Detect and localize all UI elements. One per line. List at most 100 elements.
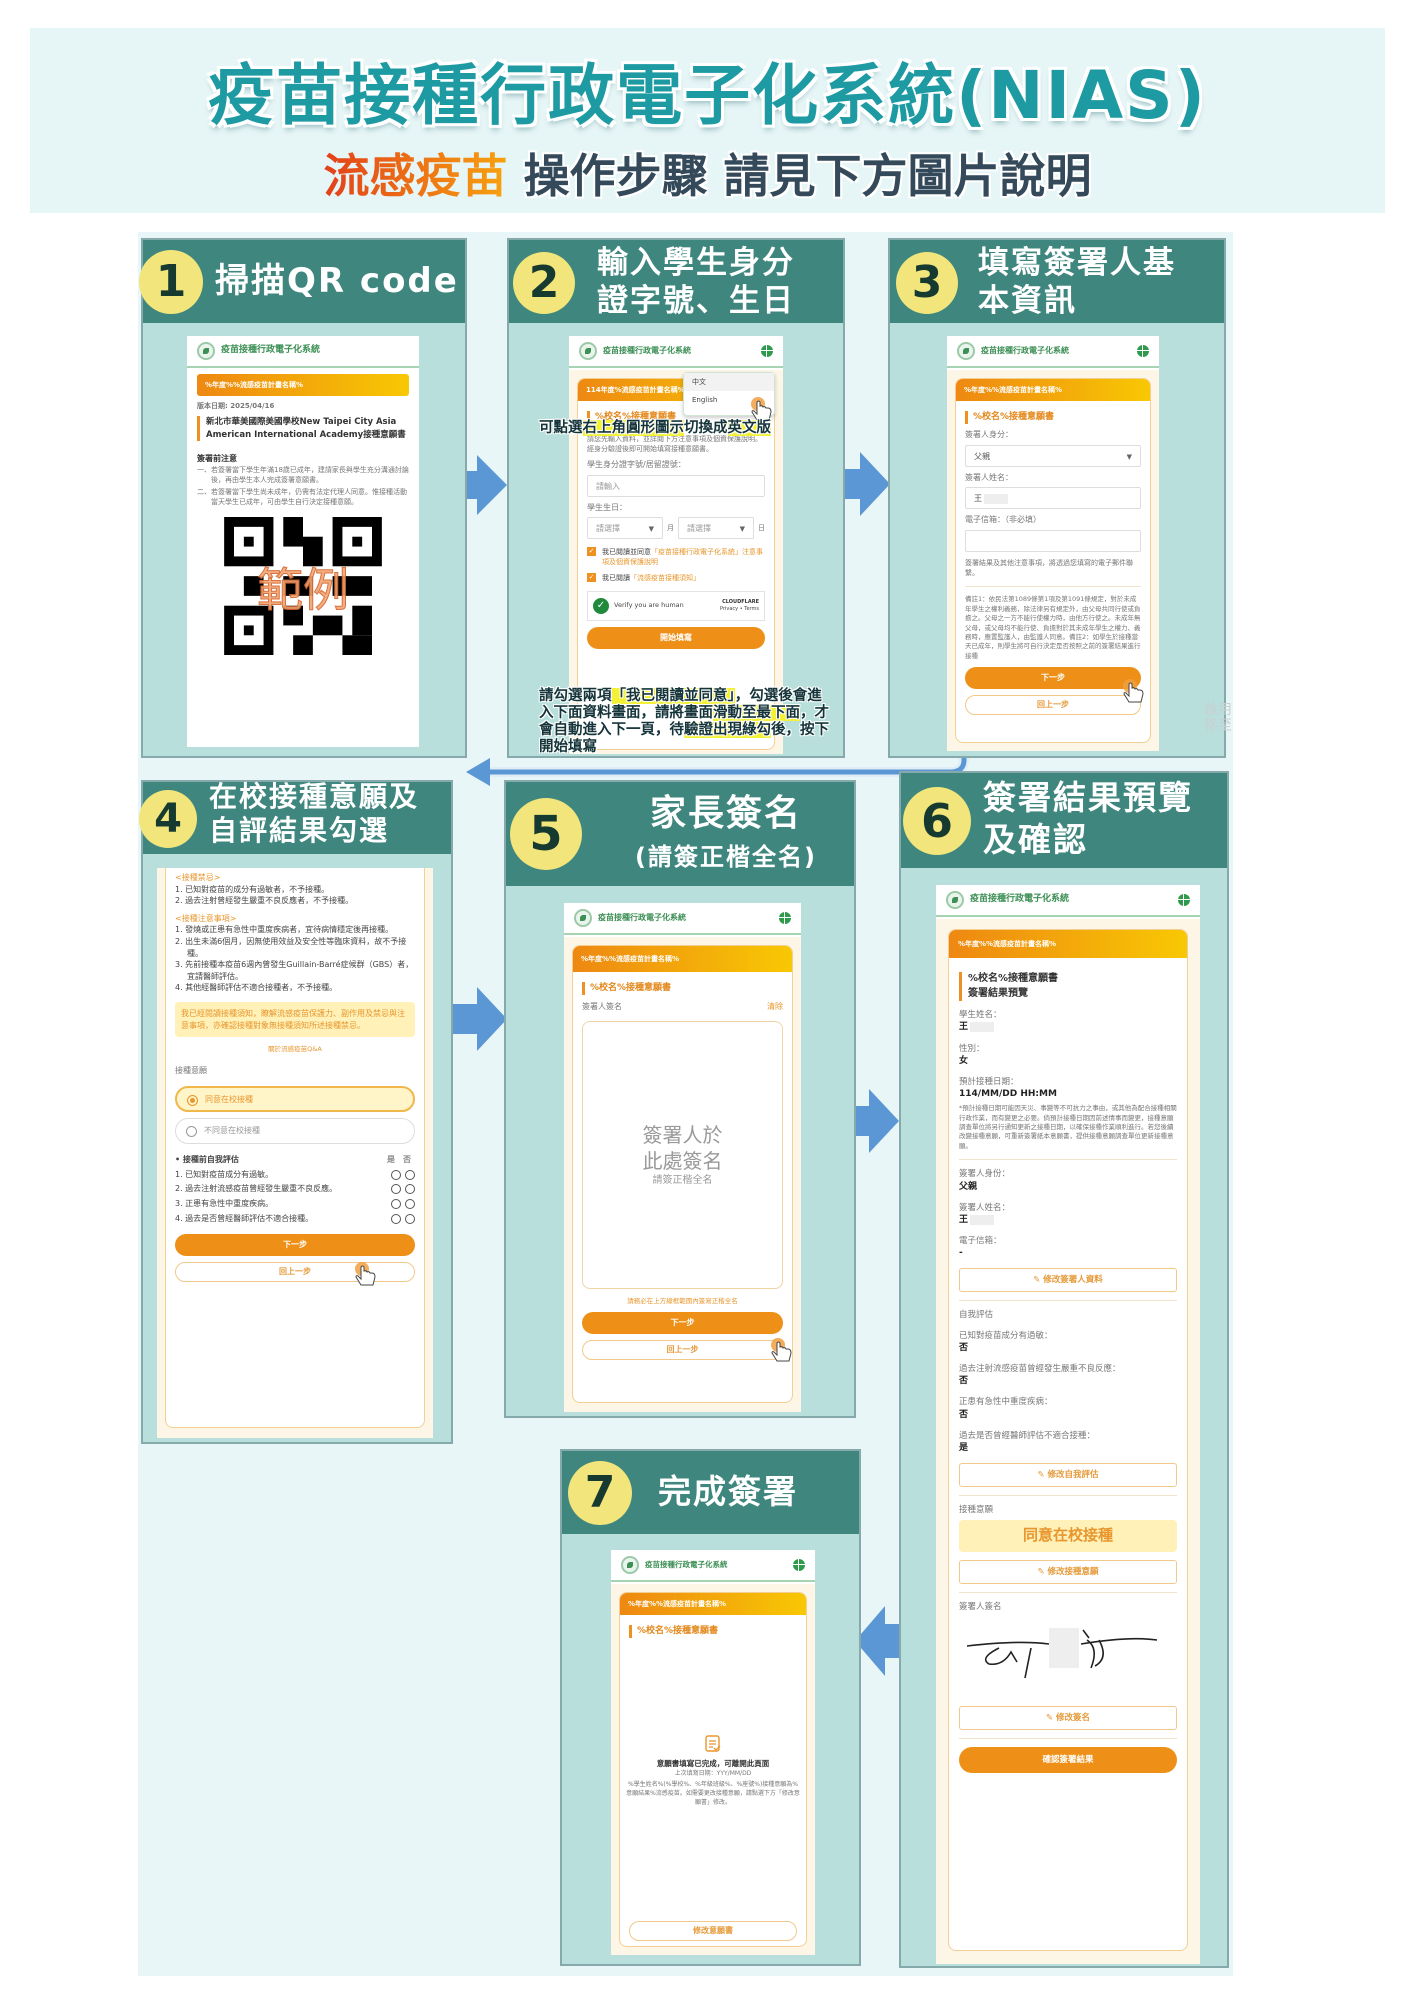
radio-no[interactable] — [405, 1184, 415, 1195]
language-globe-icon[interactable] — [1178, 894, 1190, 906]
read-checkbox-row[interactable]: ✓我已閱讀「流感疫苗接種須知」 — [587, 572, 765, 583]
section-title: %校名%接種意願書 — [587, 411, 765, 425]
back-button[interactable]: 回上一步 — [965, 695, 1141, 716]
language-option-en[interactable]: English — [692, 396, 718, 405]
radio-agree[interactable]: 同意在校接種 — [175, 1086, 415, 1113]
select-value: 父親 — [974, 451, 990, 461]
birth-month-select[interactable]: 請選擇▼ — [587, 516, 663, 539]
yes-header: 是 — [387, 1155, 395, 1165]
radio-no[interactable] — [405, 1169, 415, 1180]
birth-day-select[interactable]: 請選擇▼ — [678, 516, 754, 539]
step-6-header: 6 簽署結果預覽 及確認 — [901, 773, 1227, 868]
step-4-panel: 4 在校接種意願及 自評結果勾選 <接種禁忌> 1. 已知對疫苗的成分有過敏者，… — [139, 780, 453, 1444]
step-number-badge: 7 — [568, 1461, 632, 1525]
next-button[interactable]: 下一步 — [965, 667, 1141, 690]
self-assessment-heading: • 接種前自我評估 — [175, 1155, 239, 1165]
radio-disagree[interactable]: 不同意在校接種 — [175, 1118, 415, 1145]
summary-text: %學生姓名%(%學校%、%年級班級%、%座號%)接種意願為%意願結果%流感疫苗。… — [626, 1781, 800, 1806]
clear-button[interactable]: 清除 — [767, 1002, 783, 1012]
intent-label: 接種意願 — [959, 1505, 994, 1516]
phone-mockup: 疫苗接種行政電子化系統 %年度%%流感疫苗計畫名稱% %校名%接種意願書 意願書… — [611, 1550, 815, 1955]
id-label: 學生身分證字號/居留證號： — [587, 460, 686, 470]
radio-yes[interactable] — [391, 1198, 401, 1209]
version-date: 版本日期: 2025/04/16 — [197, 402, 275, 411]
caution-item: 3. 先前接種本疫苗6週內曾發生Guillain-Barré症候群（GBS）者，… — [175, 960, 414, 981]
edit-self-assessment-button[interactable]: ✎ 修改自我評估 — [959, 1463, 1177, 1488]
contraindication-item: 1. 已知對疫苗的成分有過敏者，不予接種。 — [175, 884, 330, 894]
step-title: 掃描QR code — [215, 261, 459, 301]
language-globe-icon[interactable] — [1137, 345, 1149, 357]
signature-label: 簽署人簽名 — [959, 1602, 1002, 1613]
os-watermark: 啟用移至 — [1204, 702, 1232, 734]
language-globe-icon[interactable] — [779, 912, 791, 924]
field-value: 114/MM/DD HH:MM — [959, 1089, 1057, 1100]
start-fill-button[interactable]: 開始填寫 — [587, 627, 765, 650]
nias-logo-icon — [621, 1556, 639, 1574]
nias-logo-icon — [574, 909, 592, 927]
pencil-icon: ✎ — [1045, 1712, 1057, 1723]
field-value: 女 — [959, 1055, 969, 1066]
edit-signature-button[interactable]: ✎ 修改簽名 — [959, 1705, 1177, 1730]
next-button[interactable]: 下一步 — [175, 1234, 415, 1257]
step-title-line: 本資訊 — [978, 283, 1077, 319]
watermark-line: 啟用 — [1204, 702, 1232, 718]
radio-yes[interactable] — [391, 1213, 401, 1224]
form-area: %年度%%流感疫苗計畫名稱% %校名%接種意願書 簽署人簽名清除 簽署人於 此處… — [564, 937, 801, 1412]
radio-no[interactable] — [405, 1198, 415, 1209]
checkbox-checked-icon[interactable]: ✓ — [587, 572, 596, 582]
agree-checkbox-row[interactable]: ✓我已閱讀並同意「疫苗接種行政電子化系統」注意事項及個資保護說明 — [587, 546, 765, 567]
assessment-row: 2. 過去注射流感疫苗曾經發生嚴重不良反應。 — [175, 1183, 415, 1195]
step-3-panel: 3 填寫簽署人基 本資訊 疫苗接種行政電子化系統 %年度%%流感疫苗計畫名稱% … — [888, 238, 1232, 758]
language-option-zh[interactable]: 中文 — [684, 373, 774, 392]
anno-highlight: 「我已閱讀並同意」 — [611, 688, 735, 704]
confirm-result-button[interactable]: 確認簽署結果 — [959, 1746, 1177, 1773]
terms-link[interactable]: 「疫苗接種行政電子化系統」注意事項及個資保護說明 — [602, 547, 763, 566]
annotation-checkbox-tip: 請勾選兩項「我已閱讀並同意」，勾選後會進入下面資料畫面，請將畫面滑動至最下面，才… — [539, 688, 829, 756]
email-label: 電子信箱：（非必填） — [965, 515, 1041, 525]
language-globe-icon[interactable] — [761, 345, 773, 357]
checkbox-checked-icon[interactable]: ✓ — [587, 546, 596, 556]
confirm-box: 我已經閱讀接種須知，瞭解流感疫苗保護力、副作用及禁忌與注意事項，亦確認接種對象無… — [175, 1001, 415, 1038]
edit-form-button[interactable]: 修改意願書 — [629, 1921, 797, 1942]
step-title-line: 證字號、生日 — [597, 283, 795, 319]
email-input[interactable] — [965, 529, 1141, 552]
nias-logo-icon — [579, 342, 597, 360]
app-bar: 疫苗接種行政電子化系統 — [947, 336, 1159, 368]
captcha-links[interactable]: Privacy • Terms — [720, 606, 759, 613]
edit-intent-button[interactable]: ✎ 修改接種意願 — [959, 1560, 1177, 1585]
notice-link[interactable]: 「流感疫苗接種須知」 — [630, 573, 700, 582]
language-globe-icon[interactable] — [793, 1559, 805, 1571]
section-title: %校名%接種意願書 — [582, 982, 783, 996]
student-id-input[interactable]: 請輸入 — [587, 475, 765, 498]
anno-text: 請勾選兩項 — [539, 688, 612, 704]
arrow-right-icon — [437, 455, 507, 515]
answer-label: 過去注射流感疫苗曾經發生嚴重不良反應： — [959, 1364, 1121, 1375]
signature-pad[interactable]: 簽署人於 此處簽名 請簽正楷全名 — [582, 1020, 783, 1289]
name-label: 簽署人姓名： — [965, 472, 1013, 482]
form-area: %年度%%流感疫苗計畫名稱% %校名%接種意願書 簽署人身分： 父親▼ 簽署人姓… — [947, 370, 1159, 751]
step-number-badge: 2 — [513, 252, 575, 314]
step-1-header: 1 掃描QR code — [139, 240, 465, 323]
edit-signer-button[interactable]: ✎ 修改簽署人資料 — [959, 1268, 1177, 1293]
signer-role-select[interactable]: 父親▼ — [965, 444, 1141, 467]
radio-yes[interactable] — [391, 1169, 401, 1180]
radio-yes[interactable] — [391, 1184, 401, 1195]
app-bar: 疫苗接種行政電子化系統 — [569, 336, 783, 368]
answer-value: 是 — [959, 1443, 969, 1454]
section-title: %校名%接種意願書 — [965, 411, 1141, 425]
next-button[interactable]: 下一步 — [582, 1312, 783, 1335]
step-title-line: (請簽正楷全名) — [635, 843, 817, 871]
redaction — [970, 1214, 995, 1225]
back-button[interactable]: 回上一步 — [582, 1340, 783, 1361]
redaction — [970, 1021, 995, 1032]
qa-link[interactable]: 關於流感疫苗Q&A — [268, 1045, 322, 1054]
step-6-panel: 6 簽署結果預覽 及確認 疫苗接種行政電子化系統 %年度%%流感疫苗計畫名稱% … — [899, 771, 1229, 1968]
answer-label: 正患有急性中重度疾病： — [959, 1397, 1053, 1408]
answer-value: 否 — [959, 1343, 969, 1354]
radio-no[interactable] — [405, 1213, 415, 1224]
signer-name-input[interactable]: 王 — [965, 487, 1141, 510]
step-number-badge: 6 — [903, 787, 971, 855]
back-button[interactable]: 回上一步 — [175, 1262, 415, 1283]
notice-item: 一、若簽署當下學生年滿18歲已成年，建請家長與學生充分溝通討論後，再由學生本人完… — [197, 465, 409, 484]
